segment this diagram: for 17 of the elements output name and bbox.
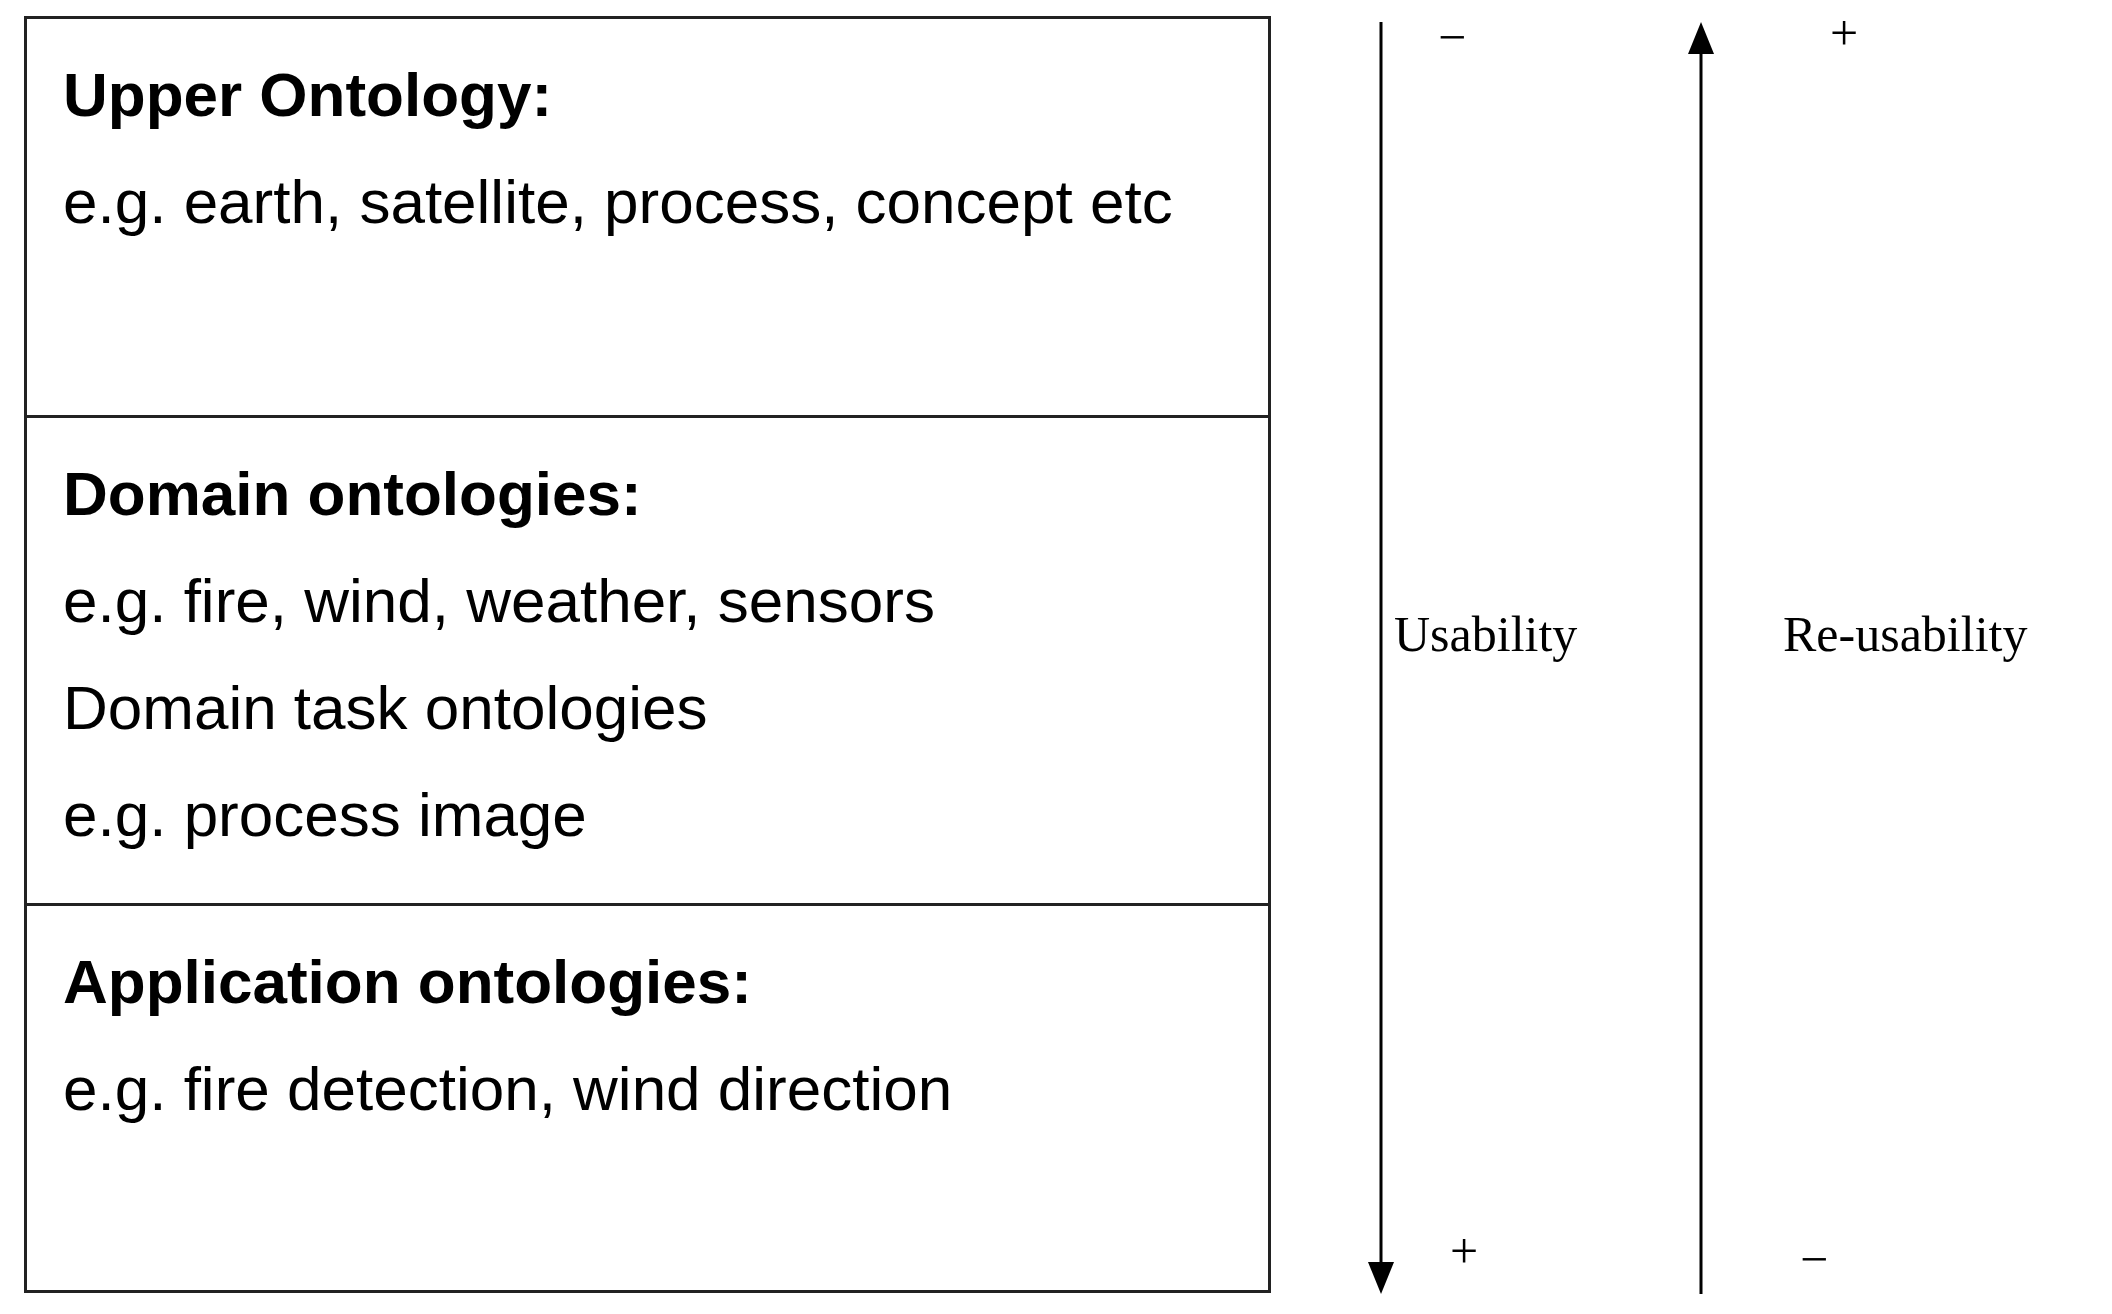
layer-box <box>24 903 1271 1293</box>
layer-heading: Upper Ontology: <box>63 59 554 131</box>
scale-sign: + <box>1450 1222 1479 1280</box>
layer-description: e.g. fire, wind, weather, sensors <box>63 565 936 637</box>
scale-sign: − <box>1800 1230 1829 1288</box>
layer-heading: Domain ontologies: <box>63 458 643 530</box>
layer-description: e.g. earth, satellite, process, concept etc <box>63 166 1174 238</box>
layer-box <box>24 16 1271 418</box>
axis-label: Usability <box>1394 605 1578 663</box>
axis-label: Re-usability <box>1783 605 2028 663</box>
layer-heading: Application ontologies: <box>63 946 753 1018</box>
scale-sign: − <box>1438 8 1467 66</box>
layer-description: e.g. fire detection, wind direction <box>63 1053 954 1125</box>
scale-sign: + <box>1830 4 1859 62</box>
layer-description: e.g. process image <box>63 779 588 851</box>
layer-description: Domain task ontologies <box>63 672 709 744</box>
layer-box <box>24 415 1271 906</box>
